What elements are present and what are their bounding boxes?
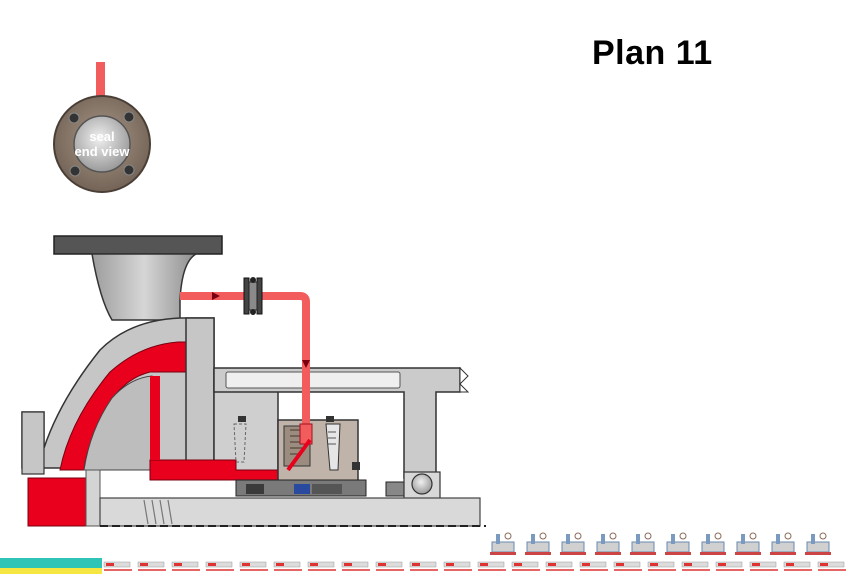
discharge-flange: [53, 235, 223, 255]
plan-thumbnail-icon[interactable]: [665, 532, 691, 555]
bolt-icon: [68, 112, 80, 124]
flush-inlet-pipe: [96, 62, 105, 106]
phantom-bolt: [233, 423, 247, 463]
shaft-thread: [143, 499, 173, 525]
plan-thumbnail-icon[interactable]: [700, 532, 726, 555]
springs: [290, 429, 302, 455]
plan-mini-icon[interactable]: [817, 561, 846, 571]
casing-foot: [21, 411, 45, 475]
plan-title: Plan 11: [592, 34, 713, 72]
seal-view-label-2: end view: [75, 144, 131, 159]
plan-thumbnail-icon[interactable]: [735, 532, 761, 555]
frame-break-mark: [459, 366, 470, 393]
plan-mini-icon[interactable]: [715, 561, 744, 571]
bolt-icon: [123, 111, 135, 123]
plan-mini-icon[interactable]: [171, 561, 200, 571]
plan-mini-icon[interactable]: [137, 561, 166, 571]
bolt-icon: [123, 164, 135, 176]
plan-thumbnail-icon[interactable]: [595, 532, 621, 555]
plan-mini-icon[interactable]: [477, 561, 506, 571]
flow-arrow-icon: [302, 360, 310, 368]
progress-strip: [0, 558, 846, 574]
gland-nut: [326, 416, 334, 422]
flush-injection: [286, 438, 312, 472]
wear-ring: [85, 469, 101, 527]
plan-mini-icon[interactable]: [273, 561, 302, 571]
flow-arrow-icon: [212, 292, 220, 300]
plan-mini-icon[interactable]: [749, 561, 778, 571]
plan-thumbnail-icon[interactable]: [525, 532, 551, 555]
flush-port: [299, 423, 313, 445]
seal-view-label-1: seal: [89, 129, 114, 144]
seal-oring: [294, 484, 310, 494]
gland-bolt: [325, 423, 341, 471]
bearing-ball: [411, 473, 433, 495]
plan-mini-icon[interactable]: [579, 561, 608, 571]
seal-chamber-fluid: [149, 459, 291, 481]
orifice-flange-right: [256, 277, 263, 315]
orifice-plate: [248, 281, 258, 311]
plan-mini-icon[interactable]: [443, 561, 472, 571]
plan-thumbnail-icon[interactable]: [560, 532, 586, 555]
progress-fill: [0, 558, 102, 568]
back-plate: [185, 317, 215, 479]
progress-underline: [0, 568, 102, 574]
plan-mini-icon[interactable]: [409, 561, 438, 571]
orifice-flange-left: [243, 277, 250, 315]
discharge-nozzle: [91, 253, 199, 321]
pump-cross-section: [21, 235, 486, 527]
flush-pipe: [180, 292, 310, 440]
plan-mini-icon[interactable]: [375, 561, 404, 571]
plan-mini-icon[interactable]: [103, 561, 132, 571]
plan-mini-icon[interactable]: [205, 561, 234, 571]
impeller-back-fluid: [150, 376, 160, 460]
pump-shaft: [99, 497, 481, 527]
plan-mini-icon[interactable]: [681, 561, 710, 571]
seal-hub: [73, 115, 131, 173]
flange-bolt-icon: [250, 277, 256, 283]
set-screw: [352, 462, 360, 470]
suction-fluid: [27, 477, 87, 527]
plan-thumbnail-icon[interactable]: [805, 532, 831, 555]
frame-window: [225, 371, 401, 389]
plan-thumbnail-icon[interactable]: [630, 532, 656, 555]
flange-bolt-icon: [250, 309, 256, 315]
bolt-icon: [69, 165, 81, 177]
plan-mini-icon[interactable]: [647, 561, 676, 571]
plan-thumbnail-icon[interactable]: [770, 532, 796, 555]
bolt-thread: [328, 431, 336, 445]
plan-mini-icon[interactable]: [341, 561, 370, 571]
gland-nut: [238, 416, 246, 422]
plan-mini-icon[interactable]: [783, 561, 812, 571]
plan-mini-icon[interactable]: [511, 561, 540, 571]
plan-mini-icon[interactable]: [239, 561, 268, 571]
seal-end-view: seal end view: [53, 62, 151, 193]
plan-thumbnail-strip: [490, 532, 831, 555]
plan-mini-icon[interactable]: [613, 561, 642, 571]
rotating-face: [312, 484, 342, 494]
impeller: [83, 375, 153, 471]
plan-thumbnail-icon[interactable]: [490, 532, 516, 555]
lip-seal: [385, 481, 405, 497]
seal-face: [246, 484, 264, 494]
flush-line: [180, 277, 313, 472]
plan-mini-icon[interactable]: [307, 561, 336, 571]
plan-mini-icon[interactable]: [545, 561, 574, 571]
